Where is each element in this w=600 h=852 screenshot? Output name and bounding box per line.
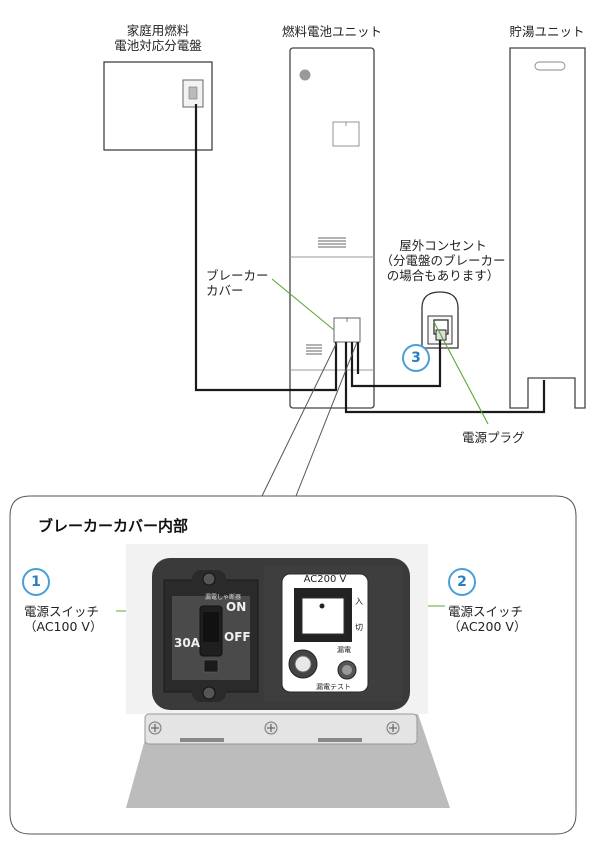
distribution-board-label: 家庭用燃料 電池対応分電盤 xyxy=(98,23,218,53)
breaker-face-top-text: 漏電しゃ断器 xyxy=(205,594,242,601)
breaker-cover-label-line2: カバー xyxy=(206,283,244,298)
breaker-off-label: OFF xyxy=(224,630,251,644)
power-plug-label: 電源プラグ xyxy=(462,430,525,445)
breaker-cover-label: ブレーカー カバー xyxy=(206,268,269,298)
outdoor-outlet-label: 屋外コンセント （分電盤のブレーカー の場合もあります） xyxy=(376,238,510,283)
outdoor-outlet xyxy=(421,291,459,349)
outdoor-outlet-label-line2: （分電盤のブレーカー xyxy=(380,253,506,268)
ac100-switch-label-line1: 電源スイッチ xyxy=(24,604,100,619)
ac100-switch-label: 電源スイッチ （AC100 V） xyxy=(24,604,102,634)
ac200-leak-label: 漏電 xyxy=(337,646,351,654)
distribution-board-label-line2: 電池対応分電盤 xyxy=(114,38,202,53)
vent-grille-upper xyxy=(318,237,346,248)
breaker-rating-label: 30A xyxy=(174,636,200,650)
hot-water-unit-label: 貯湯ユニット xyxy=(509,24,585,39)
power-plug-icon xyxy=(433,319,449,341)
callout-badge-1: 1 xyxy=(22,568,50,596)
screw-icon xyxy=(148,721,400,735)
magnifier-lines xyxy=(261,341,358,497)
ac200-leak-test-label: 漏電テスト xyxy=(316,683,351,691)
ac100-breaker xyxy=(163,570,259,702)
inset-title: ブレーカーカバー内部 xyxy=(38,517,189,535)
outdoor-outlet-label-line3: の場合もあります） xyxy=(386,268,500,283)
cables xyxy=(194,104,546,414)
fuel-cell-unit-label: 燃料電池ユニット xyxy=(281,24,382,39)
hot-water-unit xyxy=(509,47,586,409)
vent-grille-lower xyxy=(306,344,322,355)
callout-badge-3: 3 xyxy=(402,344,430,372)
ac200-header: AC200 V xyxy=(303,574,347,585)
ac100-switch-label-line2: （AC100 V） xyxy=(24,619,103,634)
ac200-switch-label: 電源スイッチ （AC200 V） xyxy=(448,604,526,634)
ac200-on-mark: 入 xyxy=(355,597,363,606)
fuel-cell-unit xyxy=(289,47,375,409)
mount-rail xyxy=(144,713,418,745)
ac200-switch-label-line2: （AC200 V） xyxy=(448,619,527,634)
breaker-cover-label-line1: ブレーカー xyxy=(206,268,269,283)
breaker-on-label: ON xyxy=(226,600,247,614)
ac200-panel xyxy=(264,566,402,702)
callout-badge-2: 2 xyxy=(448,568,476,596)
distribution-board-label-line1: 家庭用燃料 xyxy=(126,23,190,38)
ac200-off-mark: 切 xyxy=(355,623,363,632)
ac200-switch-label-line1: 電源スイッチ xyxy=(448,604,524,619)
indicator-lamp xyxy=(299,69,311,81)
distribution-board xyxy=(103,61,213,151)
inset-panel xyxy=(9,495,577,835)
outdoor-outlet-label-line1: 屋外コンセント xyxy=(399,238,487,253)
